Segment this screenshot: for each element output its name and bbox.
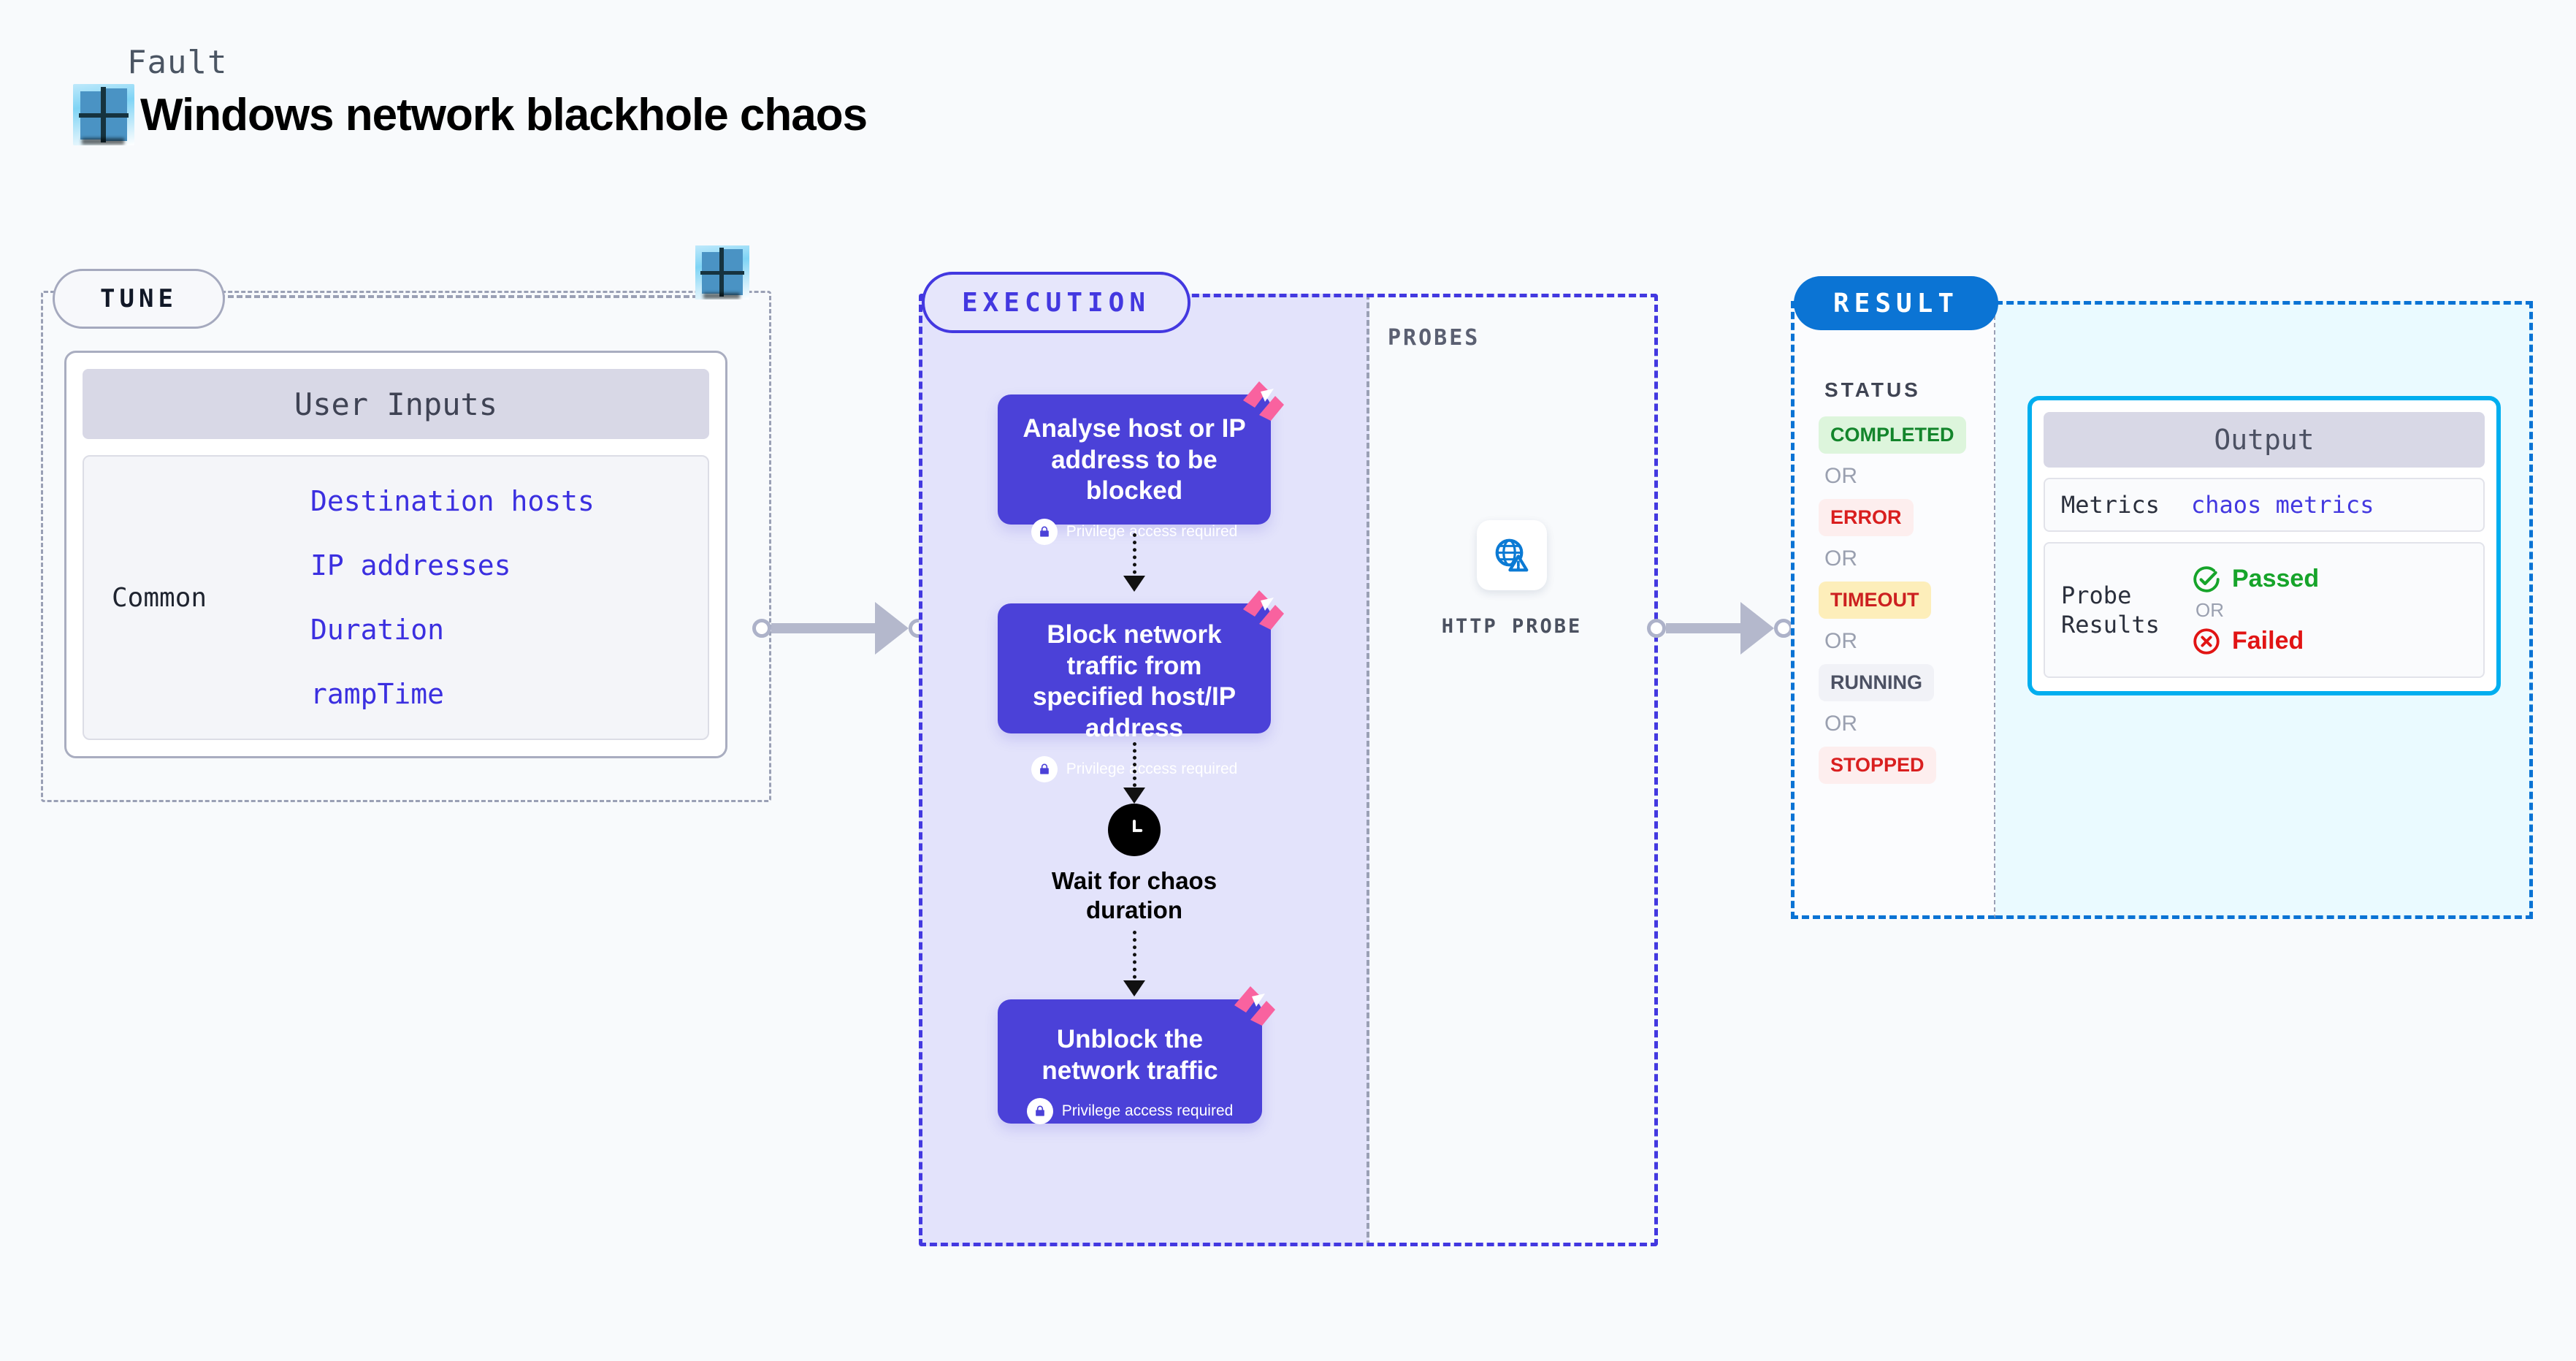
page-title: Windows network blackhole chaos xyxy=(140,89,868,140)
result-badge: RESULT xyxy=(1794,276,1998,330)
lock-icon xyxy=(1031,755,1058,782)
flow-arrow xyxy=(1123,931,1145,996)
chaos-ribbon-icon xyxy=(1234,986,1275,1026)
common-inputs-group: Common Destination hosts IP addresses Du… xyxy=(83,455,709,740)
probe-results-values: Passed OR Failed xyxy=(2191,564,2319,657)
list-item[interactable]: Destination hosts xyxy=(310,485,595,517)
http-probe-label: HTTP PROBE xyxy=(1441,615,1583,638)
execution-step-card[interactable]: Unblock the network traffic Privilege ac… xyxy=(998,986,1275,1125)
lock-icon xyxy=(1026,1098,1053,1125)
metrics-row: Metrics chaos metrics xyxy=(2044,478,2485,532)
list-item[interactable]: rampTime xyxy=(310,678,445,710)
wait-step-label: Wait for chaos duration xyxy=(1051,867,1218,923)
x-circle-icon xyxy=(2193,628,2220,655)
check-circle-icon xyxy=(2193,565,2220,592)
probes-label: PROBES xyxy=(1388,325,1480,351)
connector-arrowhead xyxy=(875,602,909,655)
connector-tune-to-execution xyxy=(752,602,928,655)
connector-line xyxy=(1666,623,1740,633)
metrics-value[interactable]: chaos metrics xyxy=(2191,491,2374,519)
windows-logo-icon xyxy=(73,84,134,145)
or-separator: OR xyxy=(1824,629,1857,653)
probe-results-label: Probe Results xyxy=(2061,582,2160,638)
probe-result-passed: Passed xyxy=(2191,564,2319,595)
tune-connector-line xyxy=(219,295,716,298)
status-badge: ERROR xyxy=(1819,499,1914,536)
fault-kicker-label: Fault xyxy=(127,44,228,81)
status-list: COMPLETED OR ERROR OR TIMEOUT OR RUNNING… xyxy=(1819,416,1987,784)
connector-start-dot xyxy=(1647,619,1666,638)
probe-result-failed: Failed xyxy=(2191,626,2319,657)
http-probe-card[interactable] xyxy=(1477,520,1547,590)
failed-label: Failed xyxy=(2232,627,2304,655)
list-item[interactable]: IP addresses xyxy=(310,549,511,582)
chaos-ribbon-icon xyxy=(1243,590,1284,630)
status-badge: STOPPED xyxy=(1819,747,1936,784)
user-inputs-card: User Inputs Common Destination hosts IP … xyxy=(64,351,727,758)
connector-start-dot xyxy=(752,619,771,638)
execution-step-card[interactable]: Block network traffic from specified hos… xyxy=(998,590,1284,782)
status-badge: COMPLETED xyxy=(1819,416,1966,454)
globe-warning-icon xyxy=(1495,538,1529,572)
step-title: Block network traffic from specified hos… xyxy=(1032,620,1237,743)
metrics-label: Metrics xyxy=(2061,491,2160,519)
output-card: Output Metrics chaos metrics Probe Resul… xyxy=(2027,396,2501,695)
flow-arrow xyxy=(1123,533,1145,592)
status-badge: TIMEOUT xyxy=(1819,582,1931,619)
or-separator: OR xyxy=(1824,464,1857,488)
privilege-text: Privilege access required xyxy=(1061,1102,1234,1120)
or-separator: OR xyxy=(1824,712,1857,736)
status-title: STATUS xyxy=(1824,378,1921,401)
or-separator: OR xyxy=(2195,598,2224,621)
flow-arrow xyxy=(1123,742,1145,804)
or-separator: OR xyxy=(1824,546,1857,571)
privilege-text: Privilege access required xyxy=(1066,523,1238,541)
step-title: Unblock the network traffic xyxy=(1042,1025,1218,1085)
list-item[interactable]: Duration xyxy=(310,614,445,646)
passed-label: Passed xyxy=(2232,565,2320,592)
connector-execution-to-result xyxy=(1647,602,1793,655)
connector-line xyxy=(771,623,875,633)
execution-step-card[interactable]: Analyse host or IP address to be blocked… xyxy=(998,381,1284,546)
chaos-ribbon-icon xyxy=(1243,381,1284,421)
common-inputs-list: Destination hosts IP addresses Duration … xyxy=(310,485,595,710)
execution-probes-outer-region xyxy=(919,294,1658,1246)
privilege-text: Privilege access required xyxy=(1066,760,1238,777)
status-badge: RUNNING xyxy=(1819,664,1934,701)
windows-logo-icon xyxy=(695,245,749,300)
user-inputs-header: User Inputs xyxy=(83,369,709,439)
execution-badge: EXECUTION xyxy=(922,272,1190,333)
lock-icon xyxy=(1031,519,1058,546)
page-header: Fault Windows network blackhole chaos xyxy=(73,44,868,145)
probe-results-row: Probe Results Passed OR Failed xyxy=(2044,542,2485,678)
privilege-badge: Privilege access required xyxy=(998,755,1271,782)
clock-icon xyxy=(1108,804,1161,856)
privilege-badge: Privilege access required xyxy=(998,519,1271,546)
tune-badge: TUNE xyxy=(53,269,225,329)
output-header: Output xyxy=(2044,412,2485,468)
title-row: Windows network blackhole chaos xyxy=(73,84,868,145)
connector-arrowhead xyxy=(1740,602,1774,655)
common-group-label: Common xyxy=(112,582,207,613)
step-title: Analyse host or IP address to be blocked xyxy=(1023,414,1246,506)
privilege-badge: Privilege access required xyxy=(998,1098,1262,1125)
tune-region xyxy=(41,291,771,802)
